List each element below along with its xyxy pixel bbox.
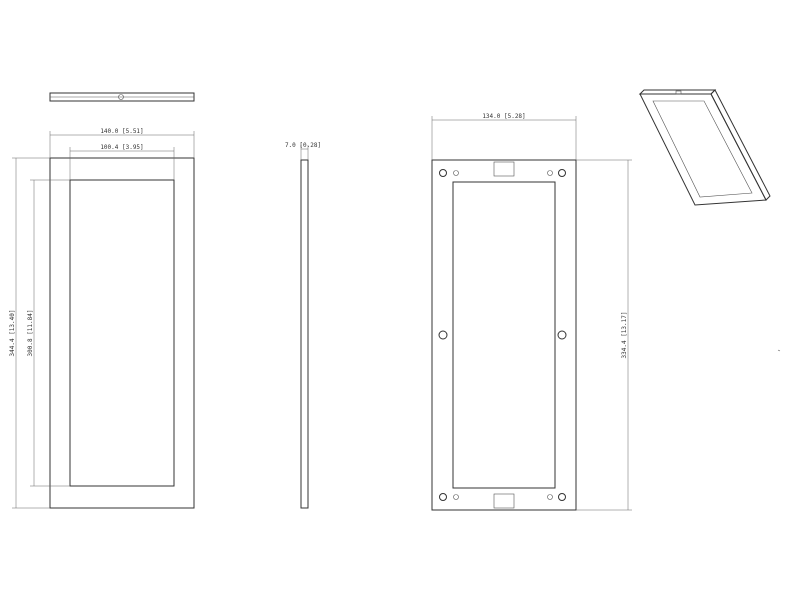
back-hole-tl-inner: [453, 170, 459, 176]
back-height-label: 334.4 [13.17]: [621, 312, 628, 359]
back-top-notch: [493, 161, 515, 177]
back-hole-tr-outer: [558, 169, 566, 177]
front-inner-opening: [69, 179, 175, 487]
front-height-label: 344.4 [13.40]: [9, 310, 16, 357]
back-hole-br-outer: [558, 493, 566, 501]
back-outer-frame: [431, 159, 577, 511]
iso-top-notch: [675, 90, 682, 95]
iso-top-edge: [638, 89, 717, 95]
back-hole-br-inner: [547, 494, 553, 500]
front-inner-width-label: 100.4 [3.95]: [100, 144, 143, 151]
back-hole-bl-inner: [453, 494, 459, 500]
back-hole-ml: [438, 330, 448, 340]
side-view-outline: [300, 159, 309, 509]
back-bottom-notch: [493, 493, 515, 509]
back-hole-bl-outer: [439, 493, 447, 501]
top-view: [49, 92, 195, 102]
iso-outer-face: [639, 93, 767, 206]
side-thickness-label: 7.0 [0.28]: [285, 142, 321, 149]
back-inner-opening: [452, 181, 556, 489]
top-view-hole: [118, 94, 124, 100]
stray-mark: [777, 349, 781, 352]
front-inner-height-label: 300.8 [11.84]: [27, 310, 34, 357]
iso-side-edge: [710, 89, 771, 201]
iso-inner-opening: [652, 100, 753, 198]
isometric-view: [638, 89, 771, 206]
back-hole-mr: [557, 330, 567, 340]
back-hole-tr-inner: [547, 170, 553, 176]
front-width-label: 140.0 [5.51]: [100, 128, 143, 135]
side-view: 7.0 [0.28]: [285, 142, 321, 509]
back-width-label: 134.0 [5.28]: [482, 113, 525, 120]
front-outer-frame: [49, 157, 195, 509]
back-view: 134.0 [5.28] 334.4 [13.17]: [431, 113, 632, 511]
front-view: 140.0 [5.51] 100.4 [3.95] 344.4 [13.40] …: [9, 128, 195, 509]
back-hole-tl-outer: [439, 169, 447, 177]
